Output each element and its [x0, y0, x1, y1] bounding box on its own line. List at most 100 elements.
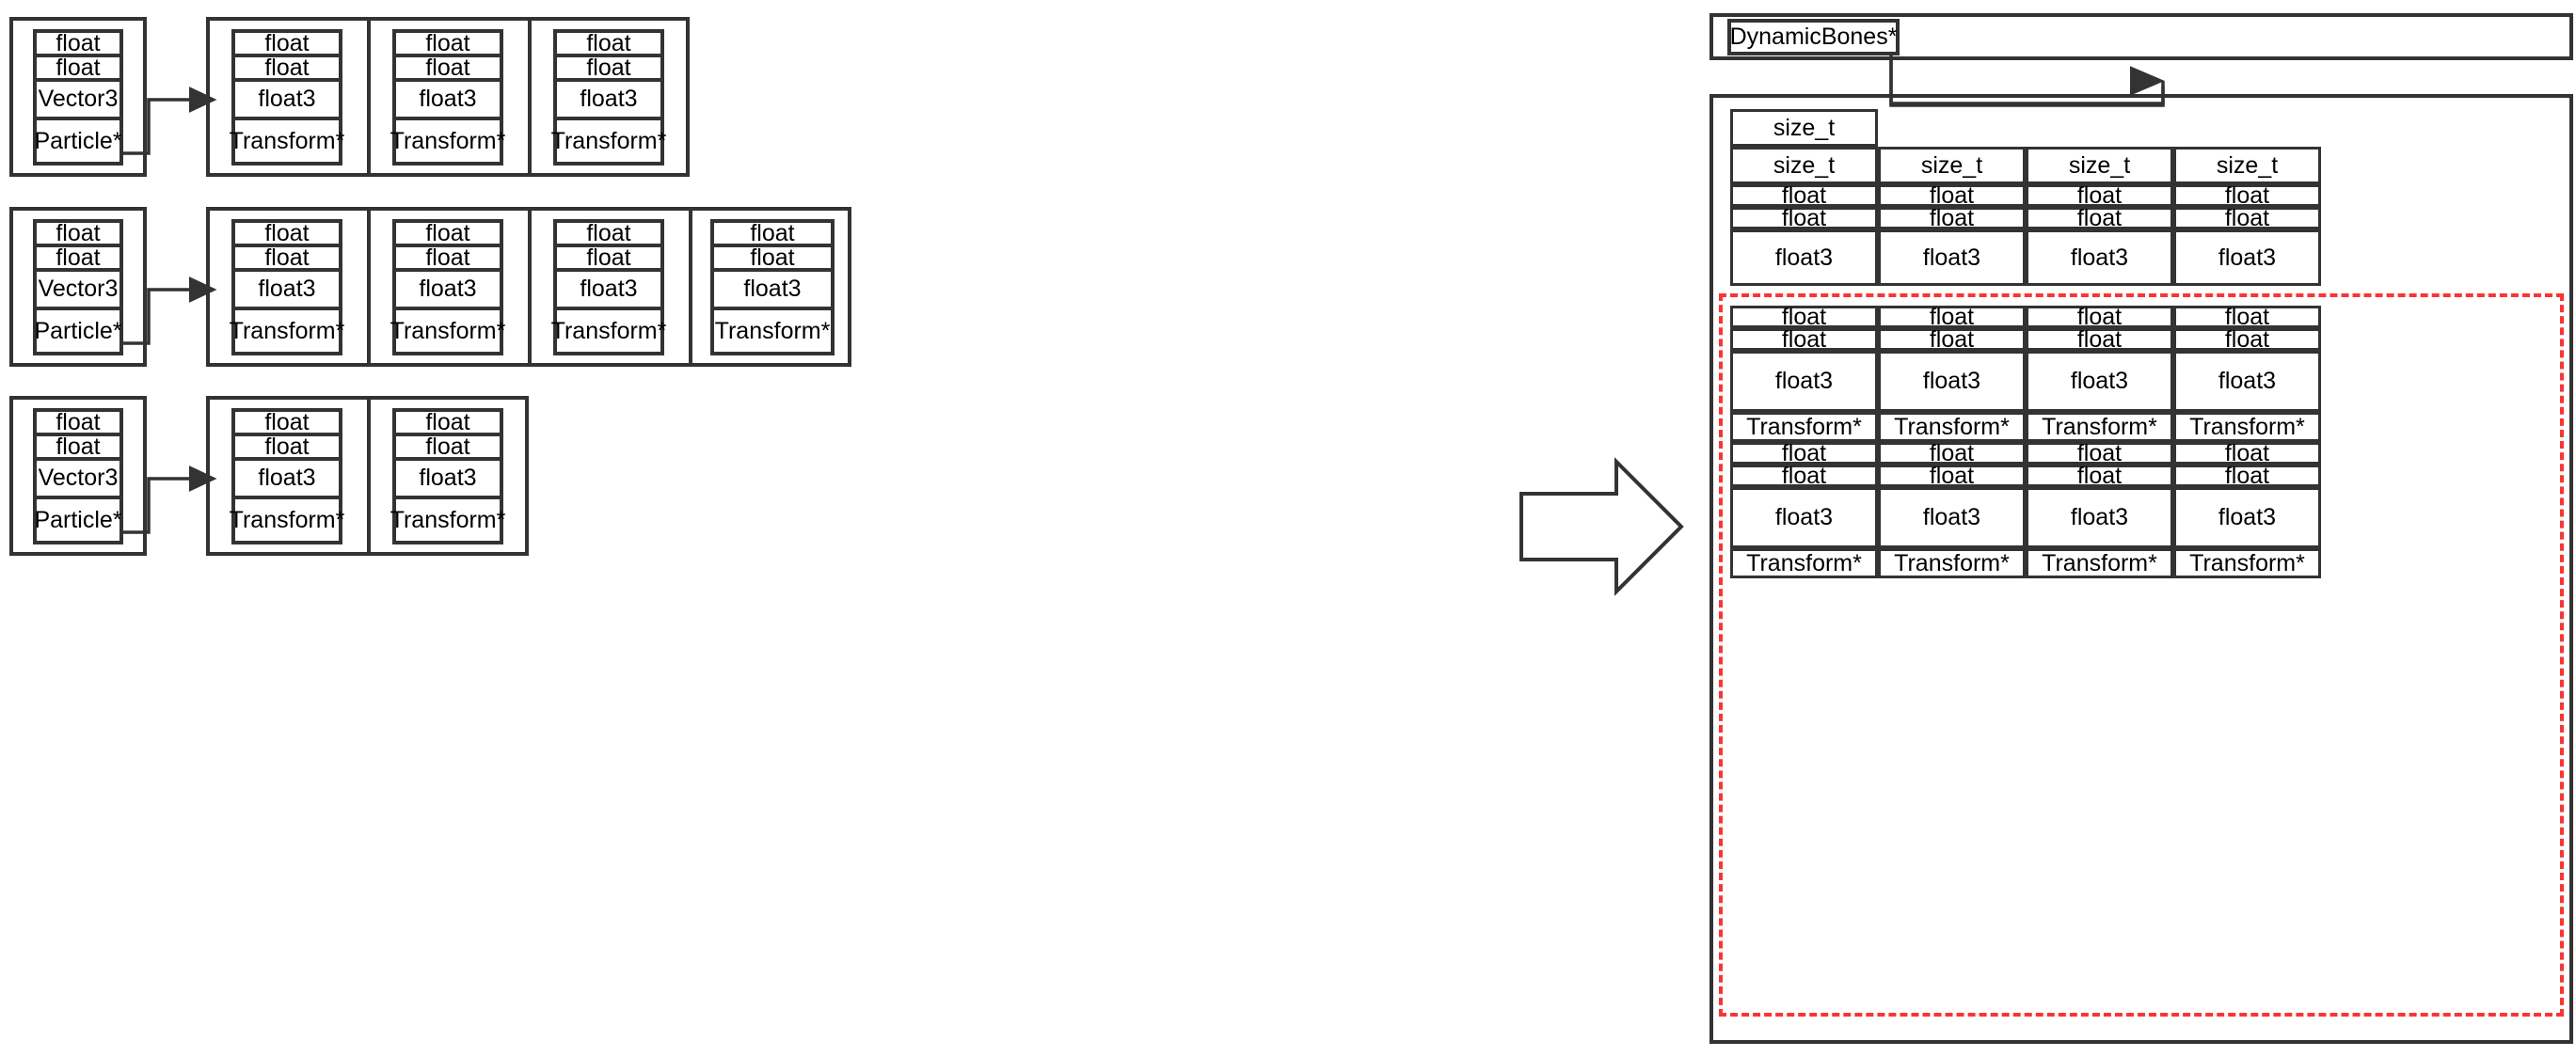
- soa-cell[interactable]: float3: [1730, 351, 1878, 412]
- soa-cell-pointer[interactable]: Transform*: [2173, 412, 2321, 442]
- soa-cell[interactable]: float: [1730, 464, 1878, 487]
- card-field: float3: [396, 82, 500, 120]
- aos-row-3-target-card[interactable]: float float float3 Transform*: [230, 408, 344, 544]
- soa-cell[interactable]: float: [2026, 206, 2173, 229]
- soa-cell-label: float: [1929, 204, 1975, 231]
- card-field: float: [396, 55, 500, 82]
- soa-cell-label: size_t: [1773, 114, 1836, 141]
- soa-cell-pointer[interactable]: Transform*: [2026, 548, 2173, 578]
- soa-cell[interactable]: float3: [1730, 487, 1878, 548]
- group-divider: [367, 207, 371, 367]
- soa-cell-label: float3: [1774, 504, 1834, 530]
- soa-cell-label: Transform*: [1746, 549, 1862, 576]
- soa-cell[interactable]: float: [1730, 439, 1878, 466]
- aos-row-1-target-card[interactable]: float float float3 Transform*: [230, 29, 344, 166]
- soa-cell[interactable]: float3: [2173, 351, 2321, 412]
- soa-cell[interactable]: float: [1730, 325, 1878, 353]
- soa-cell-label: float: [1781, 439, 1827, 466]
- soa-cell[interactable]: float3: [2026, 351, 2173, 412]
- card-field-pointer: Transform*: [551, 120, 666, 162]
- soa-cell[interactable]: float3: [2026, 487, 2173, 548]
- soa-cell-label: float: [1929, 325, 1975, 353]
- soa-cell[interactable]: float: [2026, 464, 2173, 487]
- soa-cell-pointer[interactable]: Transform*: [2173, 548, 2321, 578]
- aos-row-1-target-card[interactable]: float float float3 Transform*: [551, 29, 666, 166]
- aos-row-2-source-card[interactable]: float float Vector3 Particle*: [33, 219, 123, 355]
- soa-cell-pointer[interactable]: Transform*: [2026, 412, 2173, 442]
- aos-row-3-source-card[interactable]: float float Vector3 Particle*: [33, 408, 123, 544]
- soa-cell[interactable]: float: [1730, 183, 1878, 207]
- soa-cell[interactable]: float: [1878, 441, 2026, 465]
- soa-cell[interactable]: float: [2026, 325, 2173, 353]
- soa-cell[interactable]: float3: [1730, 229, 1878, 286]
- soa-cell-label: Transform*: [2189, 413, 2305, 440]
- card-field: float: [235, 410, 339, 436]
- soa-cell[interactable]: size_t: [2173, 147, 2321, 184]
- aos-row-2-target-card[interactable]: float float float3 Transform*: [390, 219, 505, 355]
- aos-row-2-target-card[interactable]: float float float3 Transform*: [710, 219, 835, 355]
- soa-cell[interactable]: size_t: [1730, 147, 1878, 184]
- soa-cell-label: Transform*: [2189, 549, 2305, 576]
- soa-cell[interactable]: float: [1878, 462, 2026, 489]
- soa-cell-label: float: [2076, 325, 2123, 353]
- soa-cell-label: float: [1781, 303, 1827, 330]
- soa-cell[interactable]: float: [2173, 206, 2321, 229]
- soa-cell[interactable]: float: [1878, 181, 2026, 209]
- soa-cell-pointer[interactable]: Transform*: [1730, 412, 1878, 442]
- soa-cell-label: float: [2076, 181, 2123, 209]
- soa-cell[interactable]: float: [2026, 305, 2173, 328]
- soa-cell[interactable]: float: [2173, 327, 2321, 351]
- soa-cell[interactable]: float: [1878, 325, 2026, 353]
- soa-cell-label: float: [1929, 303, 1975, 330]
- aos-row-2-target-card[interactable]: float float float3 Transform*: [551, 219, 666, 355]
- soa-cell[interactable]: float3: [1878, 351, 2026, 412]
- soa-cell-label: float: [1781, 325, 1827, 353]
- aos-row-2-target-card[interactable]: float float float3 Transform*: [230, 219, 344, 355]
- card-field-pointer: Transform*: [390, 120, 505, 162]
- soa-cell[interactable]: float: [2026, 441, 2173, 465]
- soa-header-chip-label: DynamicBones*: [1729, 24, 1898, 50]
- soa-cell[interactable]: size_t: [2026, 147, 2173, 184]
- soa-cell[interactable]: float: [1878, 204, 2026, 231]
- soa-cell-pointer[interactable]: Transform*: [1878, 412, 2026, 442]
- card-field: float3: [396, 272, 500, 310]
- soa-cell[interactable]: float: [2173, 441, 2321, 465]
- soa-cell-label: float: [1781, 204, 1827, 231]
- card-field-pointer: Transform*: [714, 310, 831, 352]
- card-field: float: [37, 245, 119, 272]
- aos-row-1-target-card[interactable]: float float float3 Transform*: [390, 29, 505, 166]
- soa-cell[interactable]: float: [1730, 303, 1878, 330]
- aos-row-1-source-card[interactable]: float float Vector3 Particle*: [33, 29, 123, 166]
- soa-cell-pointer[interactable]: Transform*: [1730, 548, 1878, 578]
- soa-cell-label: float3: [1922, 368, 1981, 394]
- card-field: float: [557, 245, 660, 272]
- soa-cell[interactable]: float: [1730, 204, 1878, 231]
- card-field: float: [37, 31, 119, 57]
- card-field: float3: [235, 272, 339, 310]
- soa-cell[interactable]: float: [1878, 303, 2026, 330]
- soa-count-cell[interactable]: size_t: [1730, 109, 1878, 147]
- soa-cell-label: float: [1929, 181, 1975, 209]
- card-field-pointer: Transform*: [230, 310, 344, 352]
- soa-cell[interactable]: float3: [2173, 487, 2321, 548]
- soa-cell[interactable]: float3: [1878, 487, 2026, 548]
- soa-cell[interactable]: size_t: [1878, 147, 2026, 184]
- soa-cell[interactable]: float3: [2026, 229, 2173, 286]
- soa-cell[interactable]: float3: [1878, 229, 2026, 286]
- soa-cell-label: float: [1929, 462, 1975, 489]
- soa-cell-label: Transform*: [1894, 413, 2010, 440]
- card-field: Vector3: [37, 461, 119, 499]
- soa-cell[interactable]: float: [2026, 181, 2173, 209]
- card-field: float: [557, 31, 660, 57]
- aos-row-3-target-card[interactable]: float float float3 Transform*: [390, 408, 505, 544]
- card-field-pointer: Transform*: [390, 499, 505, 541]
- soa-cell-pointer[interactable]: Transform*: [1878, 548, 2026, 578]
- soa-cell[interactable]: float: [2173, 464, 2321, 487]
- card-field: float3: [235, 461, 339, 499]
- soa-cell[interactable]: float: [2173, 183, 2321, 207]
- card-field: float: [235, 31, 339, 57]
- soa-cell-label: size_t: [1920, 151, 1983, 179]
- soa-header-chip[interactable]: DynamicBones*: [1727, 19, 1900, 55]
- soa-cell[interactable]: float3: [2173, 229, 2321, 286]
- soa-cell[interactable]: float: [2173, 305, 2321, 328]
